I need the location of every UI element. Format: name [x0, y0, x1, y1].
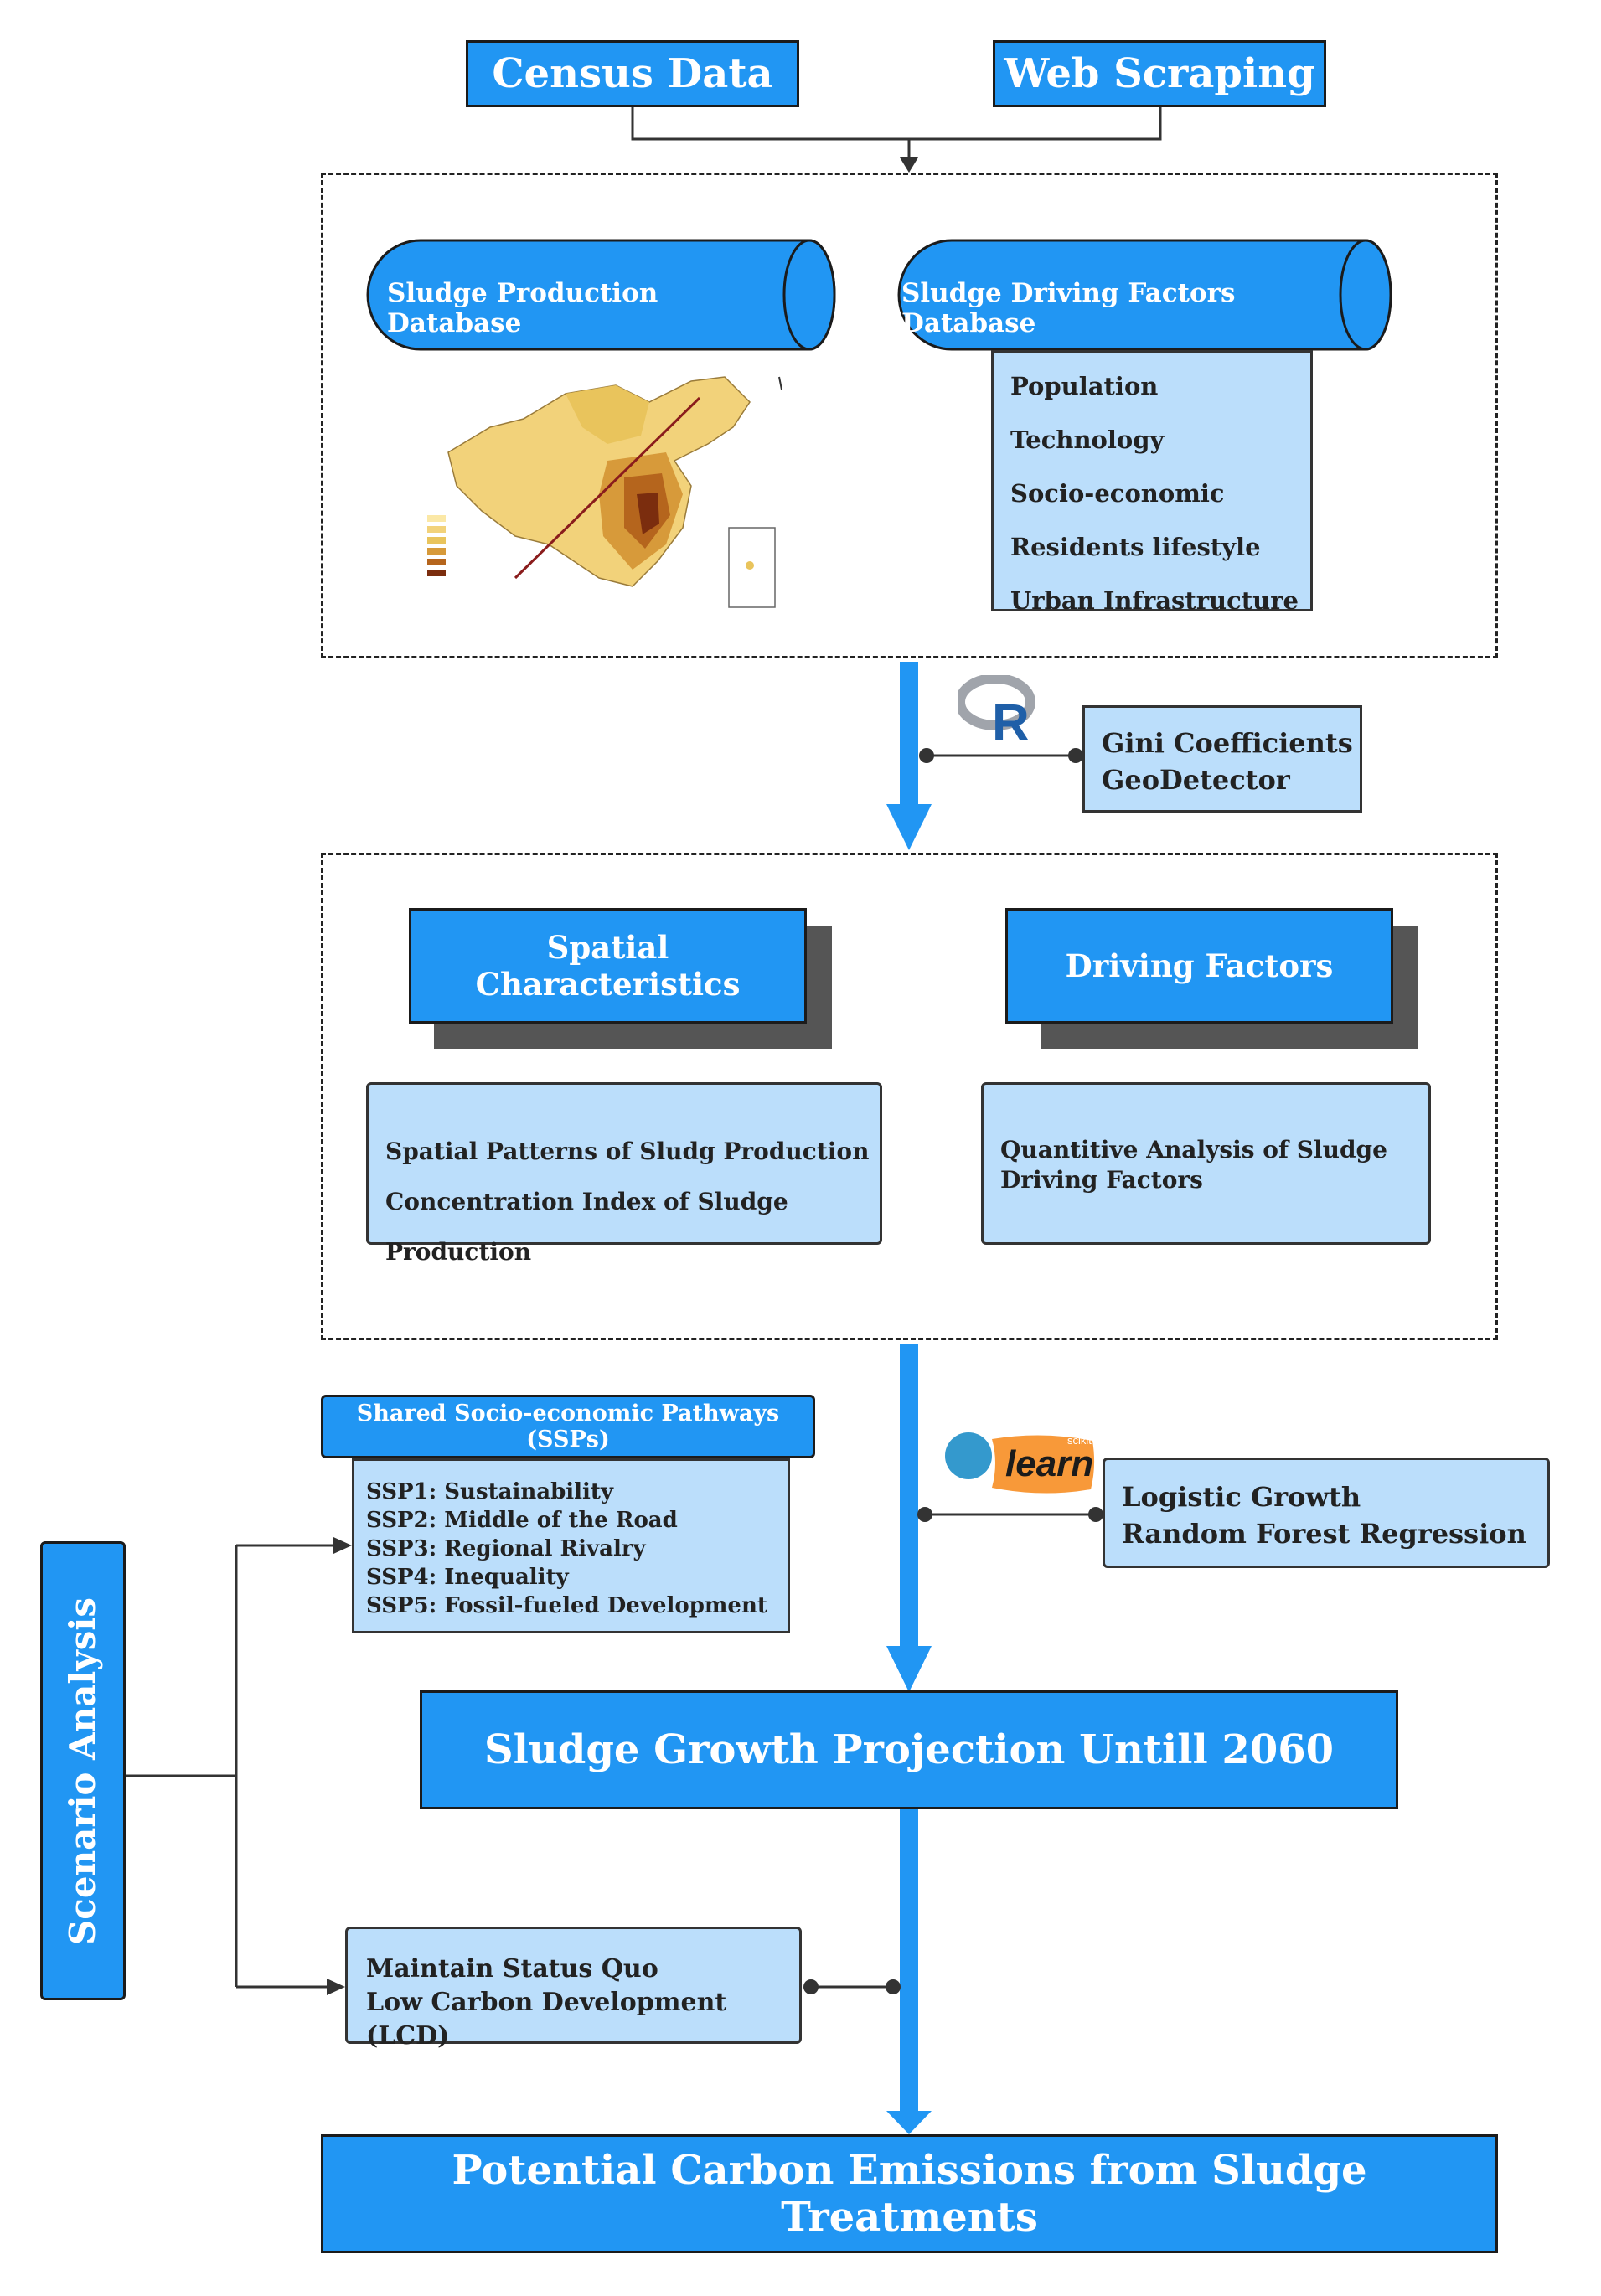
driving-database-label: Sludge Driving Factors Database [901, 278, 1236, 338]
scikit-learn-logo-icon: scikit learn [945, 1432, 1095, 1494]
driving-factors-title: Driving Factors [1005, 908, 1393, 1024]
database-frame [321, 173, 1498, 658]
census-data-box: Census Data [466, 40, 799, 107]
ssp-title-box: Shared Socio-economic Pathways (SSPs) [321, 1395, 815, 1458]
spatial-characteristics-label: Spatial Characteristics [475, 929, 741, 1003]
spatial-item: Concentration Index of Sludge Production [385, 1188, 788, 1266]
scenario-analysis-box: Scenario Analysis [40, 1541, 126, 2000]
r-logo-icon: R [958, 675, 1035, 742]
web-scraping-box: Web Scraping [993, 40, 1326, 107]
census-data-label: Census Data [492, 50, 773, 97]
scikit-logo-small: scikit [1067, 1434, 1092, 1447]
driving-factor-item: Population [1010, 372, 1159, 400]
ssp-item: SSP4: Inequality [366, 1565, 569, 1590]
production-database-cylinder [366, 239, 836, 351]
production-database-label: Sludge Production Database [387, 278, 658, 338]
sludge-growth-projection-label: Sludge Growth Projection Untill 2060 [483, 1726, 1335, 1773]
driving-factor-item: Residents lifestyle [1010, 533, 1261, 561]
ssp-item: SSP1: Sustainability [366, 1479, 614, 1504]
logistic-rf-box: Logistic Growth Random Forest Regression [1103, 1458, 1550, 1568]
ssp-item: SSP2: Middle of the Road [366, 1508, 678, 1533]
driving-factors-label: Driving Factors [1065, 947, 1334, 984]
driving-desc-box: Quantitive Analysis of Sludge Driving Fa… [981, 1082, 1431, 1245]
sludge-growth-projection-box: Sludge Growth Projection Untill 2060 [420, 1690, 1398, 1809]
spatial-characteristics-title: Spatial Characteristics [409, 908, 807, 1024]
ssp-item: SSP5: Fossil-fueled Development [366, 1593, 767, 1618]
method-geodetector: GeoDetector [1102, 764, 1290, 796]
analysis-frame [321, 853, 1498, 1340]
scenario-option: Maintain Status Quo [366, 1954, 658, 1984]
method-logistic: Logistic Growth [1122, 1481, 1361, 1513]
method-random-forest: Random Forest Regression [1122, 1518, 1526, 1550]
web-scraping-label: Web Scraping [1004, 50, 1315, 97]
ssp-list-box: SSP1: Sustainability SSP2: Middle of the… [352, 1458, 790, 1633]
spatial-items-box: Spatial Patterns of Sludg Production Con… [366, 1082, 882, 1266]
scenario-options-box: Maintain Status Quo Low Carbon Developme… [345, 1927, 802, 2051]
ssp-title-label: Shared Socio-economic Pathways (SSPs) [356, 1401, 780, 1452]
driving-factors-list: Population Technology Socio-economic Res… [991, 350, 1313, 615]
learn-logo-text: learn [1005, 1443, 1093, 1484]
scenario-analysis-label: Scenario Analysis [62, 1597, 104, 1945]
driving-desc-text: Quantitive Analysis of Sludge Driving Fa… [1000, 1136, 1387, 1194]
method-gini: Gini Coefficients [1102, 727, 1353, 759]
driving-database-cylinder [897, 239, 1392, 351]
driving-factor-item: Socio-economic [1010, 479, 1225, 508]
gini-geodetector-box: Gini Coefficients GeoDetector [1082, 705, 1362, 813]
scenario-option: Low Carbon Development (LCD) [366, 1988, 727, 2051]
potential-carbon-emissions-box: Potential Carbon Emissions from Sludge T… [321, 2134, 1498, 2253]
spatial-item: Spatial Patterns of Sludg Production [385, 1138, 870, 1165]
driving-factor-item: Urban Infrastructure [1010, 586, 1299, 615]
china-sludge-map [427, 376, 782, 608]
r-logo-letter: R [992, 694, 1030, 742]
potential-carbon-emissions-label: Potential Carbon Emissions from Sludge T… [452, 2147, 1367, 2241]
ssp-item: SSP3: Regional Rivalry [366, 1536, 646, 1561]
driving-factor-item: Technology [1010, 426, 1165, 454]
